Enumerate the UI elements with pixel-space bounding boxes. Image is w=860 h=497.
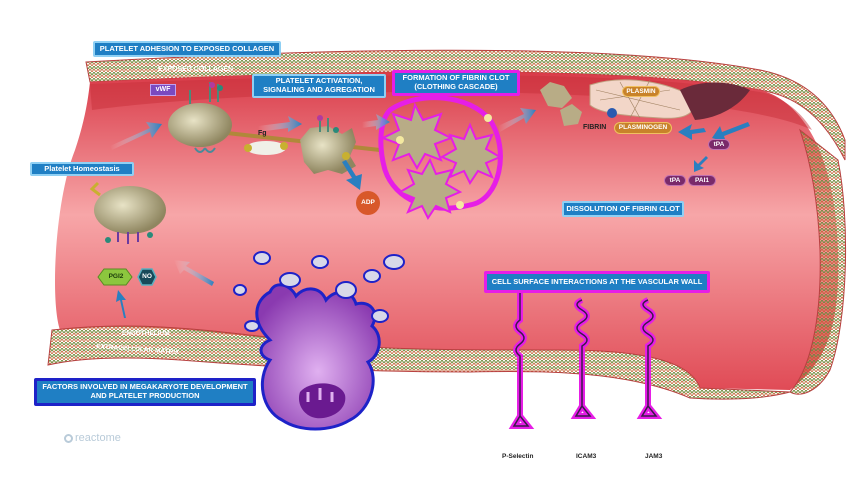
no-shape bbox=[137, 268, 157, 286]
label-platelet-adhesion: PLATELET ADHESION TO EXPOSED COLLAGEN bbox=[93, 41, 281, 57]
label-p-selectin: P-Selectin bbox=[502, 453, 534, 460]
label-dissolution: DISSOLUTION OF FIBRIN CLOT bbox=[562, 201, 684, 217]
label-platelet-homeostasis: Platelet Homeostasis bbox=[30, 162, 134, 176]
label-exposed-collagen: EXPOSED COLLAGEN bbox=[158, 66, 234, 73]
pgi2-shape bbox=[97, 268, 133, 286]
label-pai1: PAI1 bbox=[688, 175, 716, 186]
reactome-text: reactome bbox=[75, 432, 121, 444]
receptor-jam3 bbox=[636, 297, 663, 419]
flow-arrows bbox=[110, 108, 750, 318]
receptor-icam3 bbox=[570, 297, 597, 419]
platelet-adhesion bbox=[168, 82, 232, 153]
label-jam3: JAM3 bbox=[645, 453, 663, 460]
label-plasminogen: PLASMINOGEN bbox=[614, 122, 672, 134]
label-fibrin-clot: FORMATION OF FIBRIN CLOT (CLOTHING CASCA… bbox=[392, 70, 520, 96]
label-vwf: vWF bbox=[150, 84, 176, 96]
label-megakaryote: FACTORS INVOLVED IN MEGAKARYOTE DEVELOPM… bbox=[34, 378, 256, 406]
megakaryocyte-cell bbox=[233, 251, 405, 431]
label-plasmin: PLASMIN bbox=[622, 86, 660, 97]
fibrin-mesh bbox=[540, 79, 750, 126]
label-pgi2: PGI2 bbox=[108, 273, 124, 281]
label-endothelium: ENDOTHELIUM bbox=[122, 330, 170, 337]
label-cell-surface: CELL SURFACE INTERACTIONS AT THE VASCULA… bbox=[484, 271, 710, 293]
fibrinogen-link bbox=[244, 141, 288, 155]
label-tpa-bottom: tPA bbox=[664, 175, 686, 186]
label-fg: Fg bbox=[258, 130, 267, 137]
fibrin-clot bbox=[378, 95, 503, 220]
label-tpa-top: tPA bbox=[708, 139, 730, 150]
platelet-homeostasis bbox=[89, 181, 166, 244]
label-platelet-activation: PLATELET ACTIVATION, SIGNALING AND AGREG… bbox=[252, 74, 386, 98]
receptor-p-selectin bbox=[508, 290, 535, 429]
label-fibrin: FIBRIN bbox=[583, 124, 607, 131]
adp-shape bbox=[356, 191, 380, 215]
label-no: NO bbox=[142, 273, 152, 281]
label-icam3: ICAM3 bbox=[576, 453, 597, 460]
reactome-icon bbox=[64, 433, 73, 443]
label-adp: ADP bbox=[361, 199, 375, 207]
vessel-wall-right bbox=[789, 128, 847, 395]
reactome-logo: reactome bbox=[64, 432, 121, 444]
